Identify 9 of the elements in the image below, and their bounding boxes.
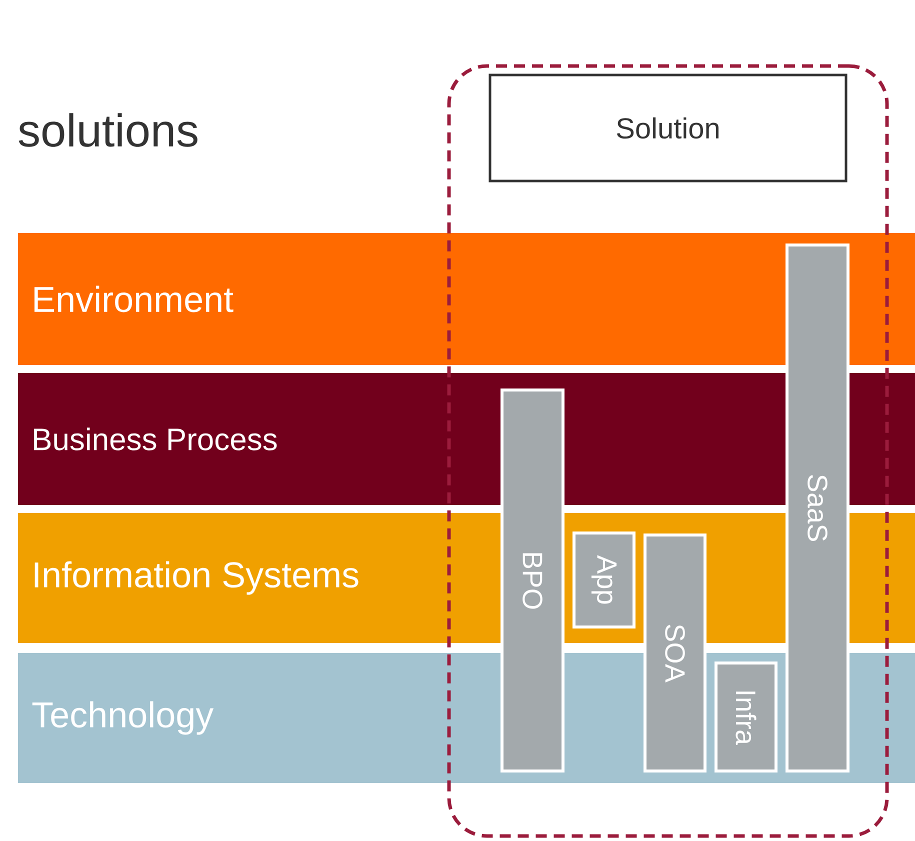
solution-box: Solution [488, 74, 848, 182]
service-bar: App [572, 532, 636, 628]
service-bar: SaaS [786, 244, 850, 772]
title: solutions [18, 113, 198, 147]
layer-band: Environment [18, 233, 915, 365]
service-bar: SOA [644, 534, 706, 772]
service-bar: Infra [714, 662, 778, 772]
service-bar: BPO [500, 388, 564, 772]
dashed-frame [447, 64, 889, 838]
